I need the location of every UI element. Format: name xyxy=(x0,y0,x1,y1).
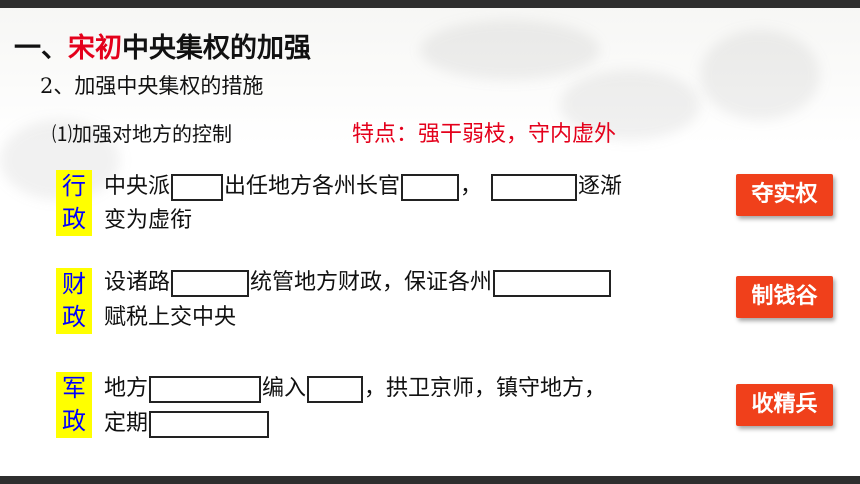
fill-blank[interactable] xyxy=(307,375,364,403)
category-military: 军 政 xyxy=(56,372,92,438)
category-char: 政 xyxy=(62,205,86,233)
text: 设诸路 xyxy=(104,270,171,295)
fill-blank[interactable] xyxy=(493,269,612,297)
text: 逐渐 xyxy=(578,174,623,199)
fill-blank[interactable] xyxy=(401,173,460,201)
military-line-2: 定期 xyxy=(104,409,270,439)
category-finance: 财 政 xyxy=(56,268,92,334)
fill-blank[interactable] xyxy=(171,173,224,201)
title-prefix: 一、 xyxy=(14,33,68,64)
fill-blank[interactable] xyxy=(171,269,250,297)
ink-wash-decoration xyxy=(420,20,600,80)
category-administration: 行 政 xyxy=(56,170,92,236)
text: 地方 xyxy=(104,376,149,401)
text: ， xyxy=(460,174,483,199)
category-char: 行 xyxy=(62,172,86,200)
text: ，拱卫京师，镇守地方， xyxy=(364,376,607,401)
section-label: ⑴加强对地方的控制 xyxy=(52,122,232,146)
title-highlight: 宋初 xyxy=(68,33,122,64)
finance-line-1: 设诸路 统管地方财政，保证各州 xyxy=(104,268,612,298)
category-char: 军 xyxy=(62,374,86,402)
fill-blank[interactable] xyxy=(149,375,262,403)
subtitle: 2、加强中央集权的措施 xyxy=(40,74,264,98)
fill-blank[interactable] xyxy=(491,173,578,201)
badge-control-money: 制钱谷 xyxy=(736,276,833,318)
top-border-bar xyxy=(0,0,860,8)
feature-text: 特点：强干弱枝，守内虚外 xyxy=(352,122,617,147)
badge-seize-power: 夺实权 xyxy=(736,174,833,216)
ink-wash-decoration xyxy=(700,30,820,120)
text: 定期 xyxy=(104,411,149,436)
text: 出任地方各州长官 xyxy=(224,174,401,199)
page-title: 一、宋初中央集权的加强 xyxy=(14,26,311,65)
fill-blank[interactable] xyxy=(149,410,270,438)
category-char: 政 xyxy=(62,303,86,331)
ink-wash-decoration xyxy=(560,70,700,140)
text: 编入 xyxy=(262,376,307,401)
title-rest: 中央集权的加强 xyxy=(122,33,311,64)
category-char: 政 xyxy=(62,407,86,435)
badge-collect-soldiers: 收精兵 xyxy=(736,384,833,426)
bottom-border-bar xyxy=(0,476,860,484)
text: 统管地方财政，保证各州 xyxy=(250,270,493,295)
military-line-1: 地方 编入 ，拱卫京师，镇守地方， xyxy=(104,374,606,404)
admin-line-1: 中央派 出任地方各州长官 ， 逐渐 xyxy=(104,172,622,202)
category-char: 财 xyxy=(62,270,86,298)
text: 中央派 xyxy=(104,174,171,199)
finance-line-2: 赋税上交中央 xyxy=(104,305,237,330)
admin-line-2: 变为虚衔 xyxy=(104,208,193,233)
